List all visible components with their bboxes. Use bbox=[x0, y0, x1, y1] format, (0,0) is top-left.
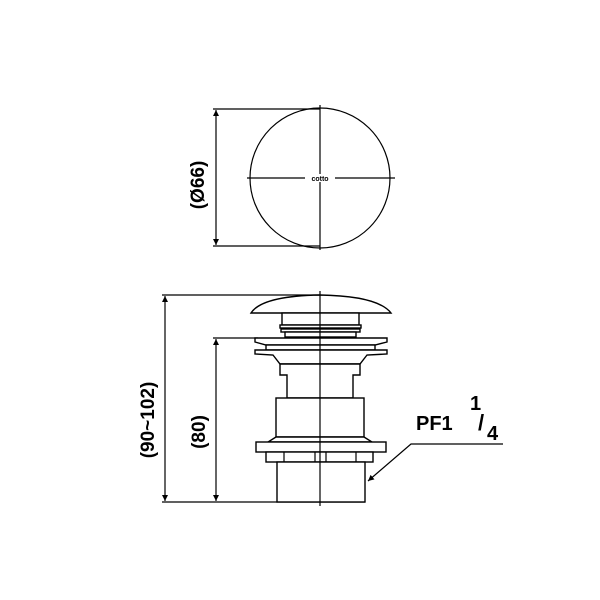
nut-flange bbox=[255, 441, 387, 453]
thread-fraction-numerator: 1 bbox=[470, 393, 481, 415]
body-height-label: (80) bbox=[189, 415, 210, 449]
diameter-label: (Ø66) bbox=[188, 161, 209, 210]
brand-logo: cotto bbox=[311, 176, 328, 183]
total-height-label: (90~102) bbox=[138, 382, 159, 459]
side-view: (90~102) (80) PF1 1 bbox=[138, 291, 503, 506]
pop-up-drain bbox=[249, 294, 393, 503]
cap bbox=[249, 294, 393, 314]
thread-label: PF1 bbox=[416, 413, 453, 435]
logo-background bbox=[305, 174, 335, 182]
tailpiece bbox=[276, 461, 366, 503]
thread-fraction-denominator: 4 bbox=[487, 423, 499, 445]
flange-top bbox=[254, 337, 388, 346]
thread-leader-line bbox=[367, 443, 503, 482]
top-view: (Ø66) cotto bbox=[188, 105, 395, 250]
thread-fraction-slash: / bbox=[478, 410, 484, 435]
flange-lower bbox=[254, 349, 388, 365]
